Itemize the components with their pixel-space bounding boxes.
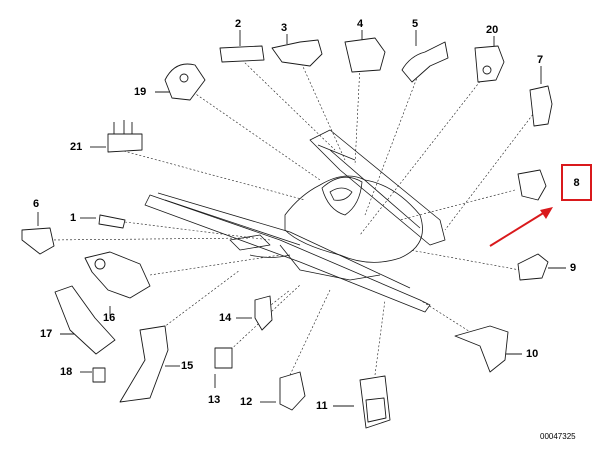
leader-9: [409, 249, 521, 271]
leader-21: [119, 149, 306, 201]
part-12-bracket: [279, 371, 306, 411]
strut-tower-top: [321, 176, 363, 216]
part-17-bracket: [54, 285, 116, 355]
part-16-bracket: [84, 251, 151, 299]
upper-rail: [309, 129, 446, 246]
label-part-2: 2: [235, 18, 242, 30]
highlight-arrow-shaft: [489, 211, 546, 247]
label-part-19: 19: [134, 86, 147, 98]
leader-16: [149, 254, 281, 276]
highlight-box: 8: [561, 164, 592, 201]
diagram-reference-number: 00047325: [540, 432, 576, 441]
label-part-13: 13: [208, 394, 221, 406]
leader-15: [159, 269, 241, 331]
frame-rail-inner: [157, 192, 411, 289]
leader-6: [49, 237, 251, 241]
label-part-4: 4: [357, 18, 364, 30]
leader-11: [374, 299, 386, 376]
label-part-9: 9: [570, 262, 577, 274]
part-14-bracket: [254, 295, 273, 331]
leader-1: [124, 221, 271, 241]
part-6-bracket: [21, 227, 55, 255]
label-part-17: 17: [40, 328, 53, 340]
leader-5: [364, 74, 419, 216]
leader-13: [224, 284, 301, 356]
leader-4: [354, 64, 361, 166]
part-9-bracket: [517, 253, 549, 281]
part-8-bracket: [517, 169, 547, 201]
part-7-bracket: [529, 85, 553, 127]
label-part-11: 11: [316, 400, 328, 412]
leader-19: [189, 89, 321, 181]
leader-10: [419, 299, 476, 336]
part-13-clip: [214, 347, 233, 369]
label-part-12: 12: [240, 396, 253, 408]
part-2-bracket: [219, 45, 265, 63]
leader-3: [299, 59, 346, 161]
leader-12: [289, 289, 331, 376]
label-part-20: 20: [486, 24, 499, 36]
leader-20: [359, 74, 486, 236]
frame-rail-left: [144, 194, 431, 313]
label-part-3: 3: [281, 22, 288, 34]
part-15-bracket: [119, 325, 169, 403]
part-18-bushing: [92, 367, 106, 383]
label-part-14: 14: [219, 312, 232, 324]
front-crossmember: [229, 234, 271, 251]
part-3-bracket: [271, 39, 323, 67]
part-10-bracket: [454, 325, 509, 373]
strut-tower: [284, 175, 423, 263]
highlight-arrow-head: [540, 207, 553, 219]
label-part-15: 15: [181, 360, 194, 372]
leader-7: [444, 104, 541, 231]
part-5-bracket: [401, 41, 449, 83]
label-part-8: 8: [573, 177, 580, 189]
leader-8: [399, 189, 516, 221]
label-part-16: 16: [103, 312, 116, 324]
part-4-bracket: [344, 37, 386, 73]
part-20-bracket: [474, 45, 505, 83]
label-part-10: 10: [526, 348, 539, 360]
part-21-bracket: [107, 133, 143, 153]
label-part-18: 18: [60, 366, 73, 378]
label-part-6: 6: [33, 198, 40, 210]
label-part-5: 5: [412, 18, 419, 30]
label-part-21: 21: [70, 141, 83, 153]
label-part-1: 1: [70, 212, 77, 224]
label-part-7: 7: [537, 54, 544, 66]
part-1-plate: [98, 214, 126, 229]
leader-2: [241, 59, 336, 151]
